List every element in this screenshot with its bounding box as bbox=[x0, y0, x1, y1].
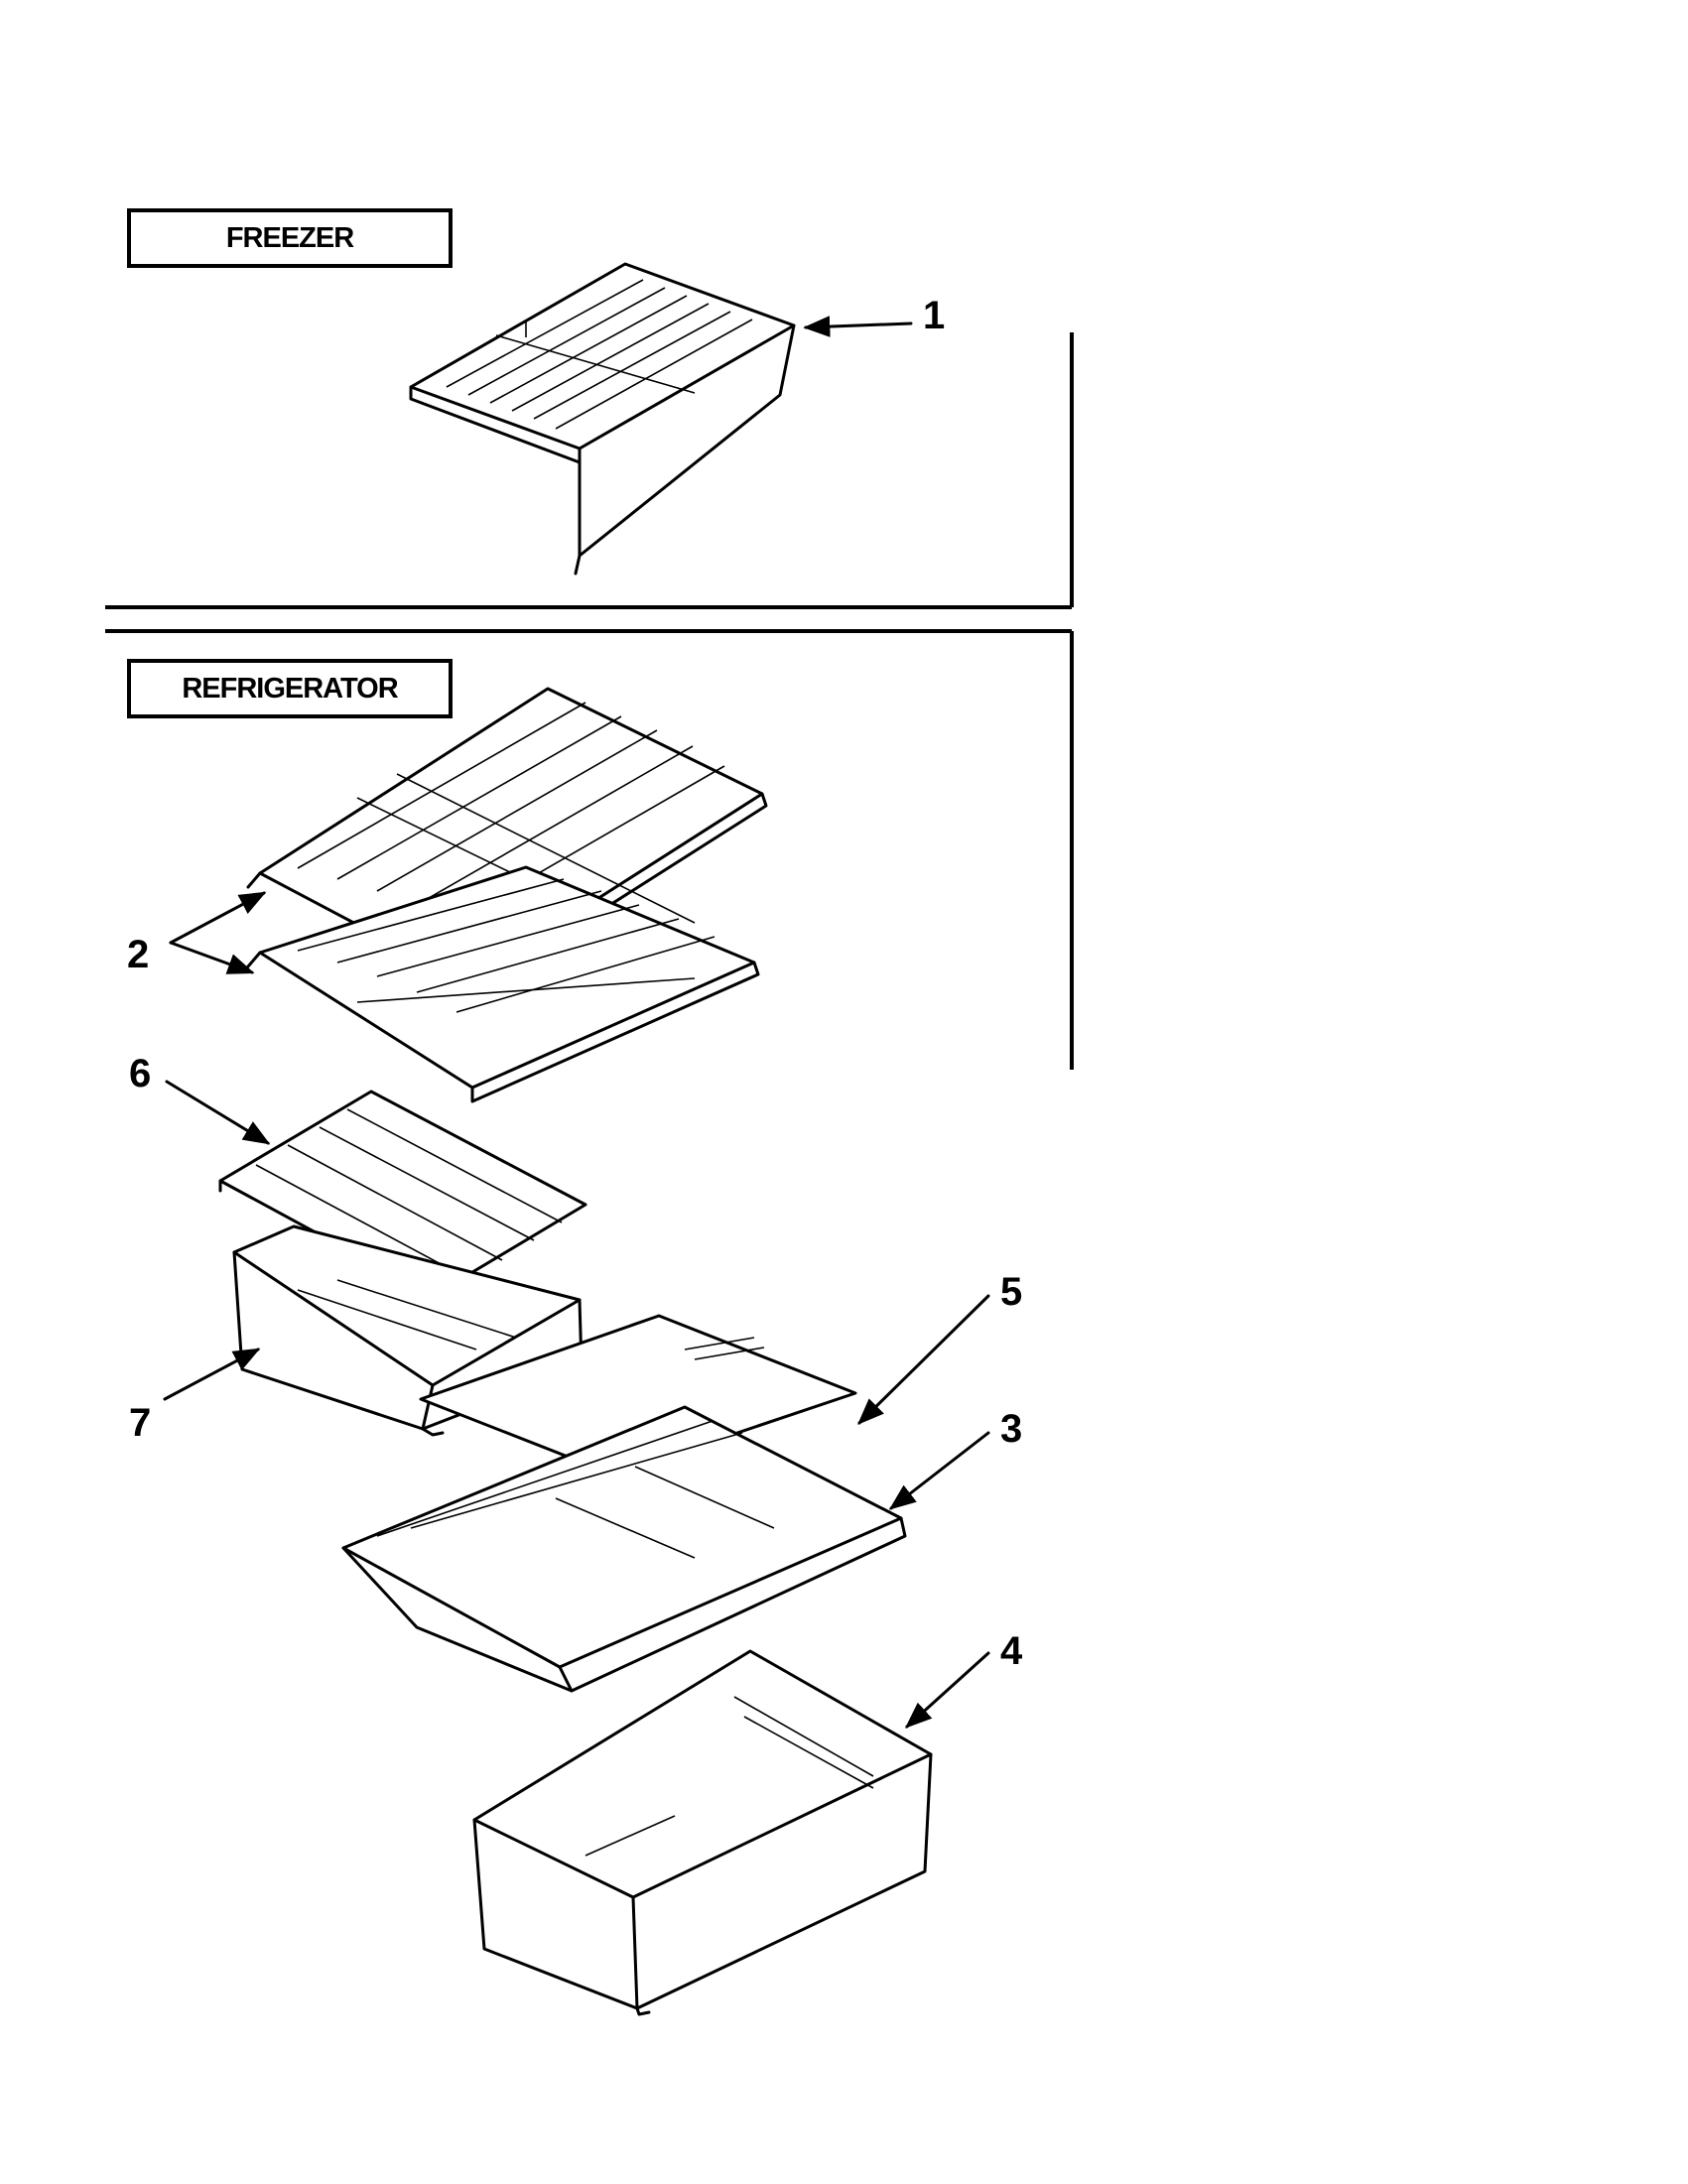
callout-2: 2 bbox=[127, 933, 150, 976]
refrigerator-wire-shelf-lower bbox=[246, 865, 760, 1103]
arrow-2b bbox=[169, 941, 255, 974]
arrow-3 bbox=[888, 1431, 990, 1510]
meat-pan bbox=[232, 1224, 584, 1437]
crisper-cover-frame bbox=[341, 1405, 907, 1693]
refrigerator-section-label: REFRIGERATOR bbox=[127, 659, 453, 718]
refrigerator-label-text: REFRIGERATOR bbox=[182, 672, 398, 705]
arrow-1 bbox=[803, 316, 913, 337]
callout-6: 6 bbox=[129, 1052, 152, 1095]
crisper-drawer bbox=[472, 1649, 933, 2016]
callout-1: 1 bbox=[923, 294, 946, 337]
freezer-frame bbox=[105, 332, 1074, 609]
freezer-wire-shelf bbox=[409, 262, 796, 576]
leader-arrows bbox=[163, 316, 990, 1729]
callout-5: 5 bbox=[1000, 1270, 1023, 1314]
arrow-4 bbox=[904, 1651, 990, 1729]
freezer-section-label: FREEZER bbox=[127, 208, 453, 268]
arrow-5 bbox=[857, 1294, 990, 1425]
refrigerator-frame bbox=[105, 629, 1074, 1070]
callout-4: 4 bbox=[1000, 1629, 1023, 1673]
freezer-label-text: FREEZER bbox=[225, 221, 354, 254]
arrow-6 bbox=[165, 1080, 271, 1145]
arrow-7 bbox=[163, 1348, 261, 1401]
callout-7: 7 bbox=[129, 1401, 152, 1445]
arrow-2a bbox=[169, 891, 267, 945]
callout-3: 3 bbox=[1000, 1407, 1023, 1451]
